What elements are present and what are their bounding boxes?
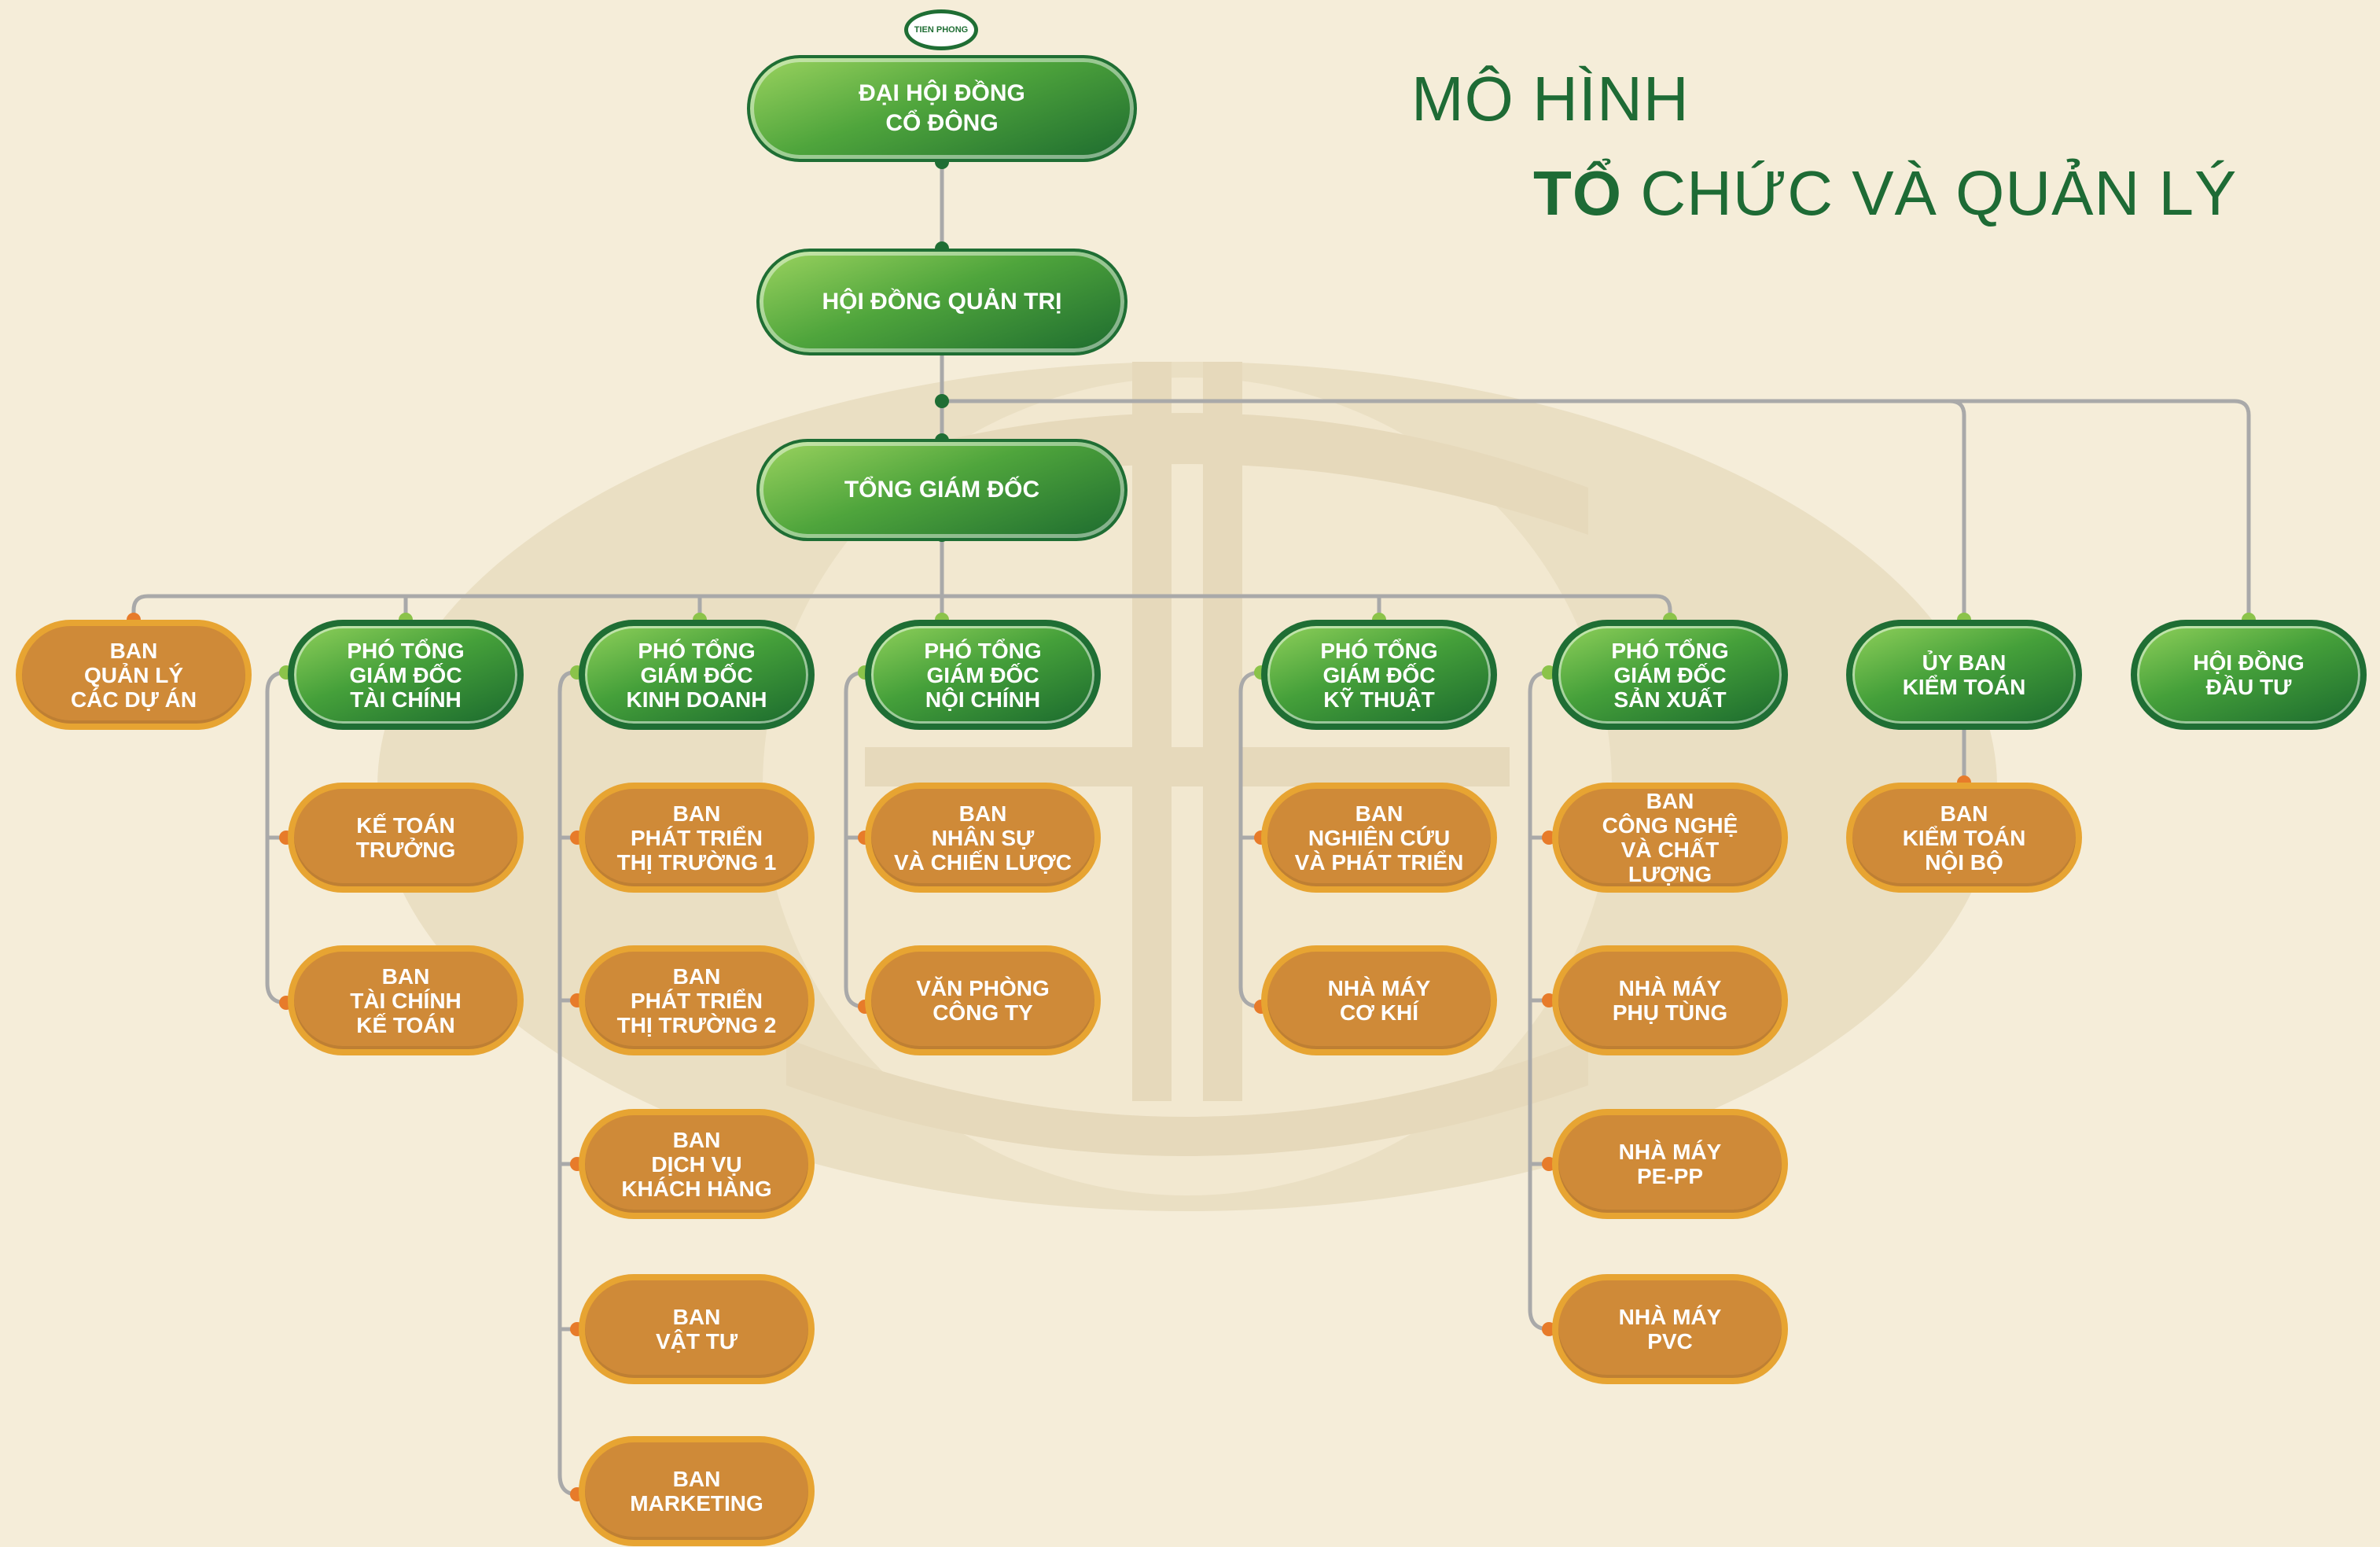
node-nha-may-phu-tung: NHÀ MÁY PHỤ TÙNG bbox=[1552, 945, 1788, 1055]
node-ban-dich-vu-khach-hang: BAN DỊCH VỤ KHÁCH HÀNG bbox=[579, 1109, 815, 1219]
node-ban-quan-ly-cac-du-an: BAN QUẢN LÝ CÁC DỰ ÁN bbox=[16, 620, 252, 730]
node-dai-hoi-dong-co-dong: ĐẠI HỘI ĐỒNG CỔ ĐÔNG bbox=[747, 55, 1137, 162]
node-nha-may-pe-pp: NHÀ MÁY PE-PP bbox=[1552, 1109, 1788, 1219]
node-ban-tai-chinh-ke-toan: BAN TÀI CHÍNH KẾ TOÁN bbox=[288, 945, 524, 1055]
node-ban-phat-trien-thi-truong-2: BAN PHÁT TRIỂN THỊ TRƯỜNG 2 bbox=[579, 945, 815, 1055]
node-van-phong-cong-ty: VĂN PHÒNG CÔNG TY bbox=[865, 945, 1101, 1055]
node-hoi-dong-dau-tu: HỘI ĐỒNG ĐẦU TƯ bbox=[2131, 620, 2367, 730]
node-ban-cong-nghe-va-chat-luong: BAN CÔNG NGHỆ VÀ CHẤT LƯỢNG bbox=[1552, 783, 1788, 893]
node-pho-tgd-kinh-doanh: PHÓ TỔNG GIÁM ĐỐC KINH DOANH bbox=[579, 620, 815, 730]
node-ban-nhan-su-va-chien-luoc: BAN NHÂN SỰ VÀ CHIẾN LƯỢC bbox=[865, 783, 1101, 893]
node-pho-tgd-tai-chinh: PHÓ TỔNG GIÁM ĐỐC TÀI CHÍNH bbox=[288, 620, 524, 730]
title-line-2: TỔ CHỨC VÀ QUẢN LÝ bbox=[1533, 157, 2237, 230]
node-ban-vat-tu: BAN VẬT TƯ bbox=[579, 1274, 815, 1384]
node-nha-may-co-khi: NHÀ MÁY CƠ KHÍ bbox=[1261, 945, 1497, 1055]
node-ban-phat-trien-thi-truong-1: BAN PHÁT TRIỂN THỊ TRƯỜNG 1 bbox=[579, 783, 815, 893]
node-hoi-dong-quan-tri: HỘI ĐỒNG QUẢN TRỊ bbox=[756, 249, 1127, 355]
node-ban-marketing: BAN MARKETING bbox=[579, 1436, 815, 1546]
title-line-1: MÔ HÌNH bbox=[1411, 64, 1690, 134]
node-nha-may-pvc: NHÀ MÁY PVC bbox=[1552, 1274, 1788, 1384]
node-pho-tgd-ky-thuat: PHÓ TỔNG GIÁM ĐỐC KỸ THUẬT bbox=[1261, 620, 1497, 730]
title-bold-word: TỔ bbox=[1533, 158, 1623, 228]
title-rest: CHỨC VÀ QUẢN LÝ bbox=[1622, 158, 2238, 228]
node-ban-nghien-cuu-va-phat-trien: BAN NGHIÊN CỨU VÀ PHÁT TRIỂN bbox=[1261, 783, 1497, 893]
node-uy-ban-kiem-toan: ỦY BAN KIỂM TOÁN bbox=[1846, 620, 2082, 730]
node-tong-giam-doc: TỔNG GIÁM ĐỐC bbox=[756, 439, 1127, 541]
node-pho-tgd-san-xuat: PHÓ TỔNG GIÁM ĐỐC SẢN XUẤT bbox=[1552, 620, 1788, 730]
node-ke-toan-truong: KẾ TOÁN TRƯỞNG bbox=[288, 783, 524, 893]
node-pho-tgd-noi-chinh: PHÓ TỔNG GIÁM ĐỐC NỘI CHÍNH bbox=[865, 620, 1101, 730]
company-logo: TIEN PHONG bbox=[904, 9, 978, 50]
node-ban-kiem-toan-noi-bo: BAN KIỂM TOÁN NỘI BỘ bbox=[1846, 783, 2082, 893]
